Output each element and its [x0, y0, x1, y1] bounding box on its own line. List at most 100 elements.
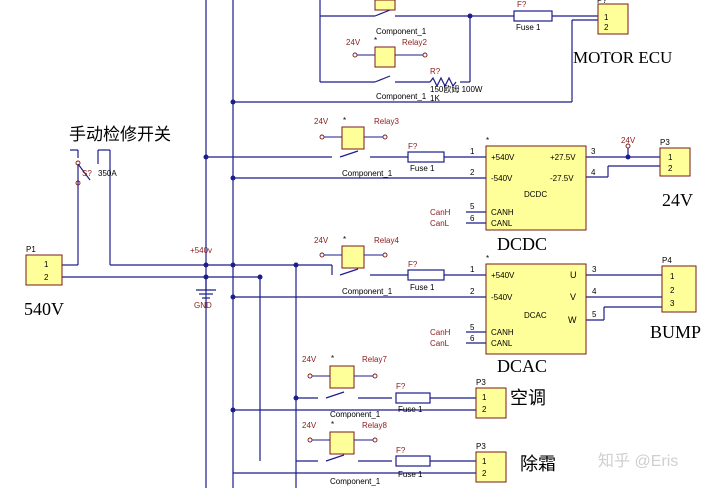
fuse-ac — [395, 392, 431, 404]
dcdc-pin3: 3 — [591, 147, 596, 156]
label-dcdc-fuse1: Fuse 1 — [410, 164, 435, 173]
label-bump: BUMP — [650, 322, 701, 342]
dcdc-pin4: 4 — [591, 168, 596, 177]
connector-p3-defrost — [475, 451, 507, 483]
label-dcdc-canl: CanL — [430, 219, 450, 228]
label-p3-defrost: P3 — [476, 442, 486, 451]
dcdc-star: * — [486, 136, 489, 145]
label-s7: S? — [82, 169, 92, 178]
label-relay3: Relay3 — [374, 117, 399, 126]
label-relay7-component: Component_1 — [330, 410, 381, 419]
dcac-pin4: 4 — [592, 287, 597, 296]
label-top-fuse-q: F? — [517, 0, 527, 9]
p3df-pin2: 2 — [482, 469, 487, 478]
fuse-dcdc — [407, 151, 445, 163]
label-plus540v: +540v — [190, 246, 212, 255]
label-resistor-1k: 1K — [430, 94, 440, 103]
label-relay3-component: Component_1 — [342, 169, 393, 178]
label-dcac-canh: CanH — [430, 328, 451, 337]
fuse-top — [513, 10, 553, 22]
dcac-pin2: 2 — [470, 287, 475, 296]
label-dcdc-canh: CanH — [430, 208, 451, 217]
label-relay2-24v: 24V — [346, 38, 361, 47]
bus-wires — [62, 0, 662, 488]
label-relay7: Relay7 — [362, 355, 387, 364]
dcac-w: W — [568, 315, 577, 325]
relay-top — [374, 0, 396, 17]
label-ac: 空调 — [510, 388, 546, 408]
label-manual-switch: 手动检修开关 — [69, 125, 171, 144]
label-resistor-val: 150欧姆 100W — [430, 84, 483, 94]
label-relay3-star: * — [343, 116, 346, 125]
dcdc-pin5: 5 — [470, 202, 475, 211]
label-ac-fuse-q: F? — [396, 382, 406, 391]
connector-top-right — [597, 3, 629, 35]
relay-2 — [352, 46, 428, 83]
dcdc-canl: CANL — [491, 219, 513, 228]
dcac-pin5: 5 — [470, 323, 475, 332]
dcac-v: V — [570, 292, 576, 302]
dcac-in-neg: -540V — [491, 293, 513, 302]
dcac-star: * — [486, 254, 489, 263]
label-relay2: Relay2 — [402, 38, 427, 47]
label-relay4: Relay4 — [374, 236, 399, 245]
dcdc-pin2: 2 — [470, 168, 475, 177]
label-relay7-24v: 24V — [302, 355, 317, 364]
connector-p3-24v — [625, 143, 691, 177]
label-s7-rating: 350A — [98, 169, 117, 178]
dcac-pin6: 6 — [470, 334, 475, 343]
relay-7 — [307, 365, 378, 399]
p3df-pin1: 1 — [482, 457, 487, 466]
label-motor-ecu: MOTOR ECU — [573, 48, 672, 67]
label-dcdc-fuse-q: F? — [408, 142, 418, 151]
label-dcac: DCAC — [497, 356, 547, 376]
dcdc-in-pos: +540V — [491, 153, 515, 162]
dcac-pin5-out: 5 — [592, 310, 597, 319]
label-gnd: GND — [194, 301, 212, 310]
label-p3-a: P3 — [660, 138, 670, 147]
label-defrost: 除霜 — [520, 454, 556, 474]
label-dcdc: DCDC — [497, 234, 547, 254]
label-relay8-component: Component_1 — [330, 477, 381, 486]
watermark: 知乎 @Eris — [598, 452, 678, 470]
dcdc-out-pos: +27.5V — [550, 153, 576, 162]
dcac-in-pos: +540V — [491, 271, 515, 280]
p4-pin3: 3 — [670, 299, 675, 308]
connector-p3-ac — [475, 387, 507, 419]
relay-4 — [319, 245, 388, 276]
dcac-pin3: 3 — [592, 265, 597, 274]
label-relay2-star: * — [374, 36, 377, 45]
label-relay4-component: Component_1 — [342, 287, 393, 296]
label-relay4-star: * — [343, 235, 346, 244]
label-relay8-24v: 24V — [302, 421, 317, 430]
label-relay2-component: Component_1 — [376, 92, 427, 101]
relay-3 — [319, 126, 388, 158]
p3a-pin2: 2 — [668, 164, 673, 173]
dcdc-name: DCDC — [524, 190, 547, 199]
resistor-r — [429, 76, 457, 88]
label-defrost-fuse1: Fuse 1 — [398, 470, 423, 479]
dcdc-block — [485, 145, 587, 231]
top-p-pin1: 1 — [604, 13, 609, 22]
label-top-p: P? — [597, 0, 607, 5]
dcdc-canh: CANH — [491, 208, 514, 217]
p1-pin2: 2 — [44, 273, 49, 282]
label-relay8-star: * — [331, 420, 334, 429]
label-24v: 24V — [662, 190, 693, 210]
dcac-canl: CANL — [491, 339, 513, 348]
p4-pin2: 2 — [670, 286, 675, 295]
dcac-pin1: 1 — [470, 265, 475, 274]
label-top-fuse1: Fuse 1 — [516, 23, 541, 32]
dcdc-pin6: 6 — [470, 214, 475, 223]
manual-switch — [75, 160, 91, 186]
label-relay4-24v: 24V — [314, 236, 329, 245]
dcac-block — [485, 263, 587, 355]
label-dcac-fuse1: Fuse 1 — [410, 283, 435, 292]
dcac-name: DCAC — [524, 311, 547, 320]
label-resistor-q: R? — [430, 67, 441, 76]
label-top-component: Component_1 — [376, 27, 427, 36]
label-p3-ac: P3 — [476, 378, 486, 387]
label-p4: P4 — [662, 256, 672, 265]
